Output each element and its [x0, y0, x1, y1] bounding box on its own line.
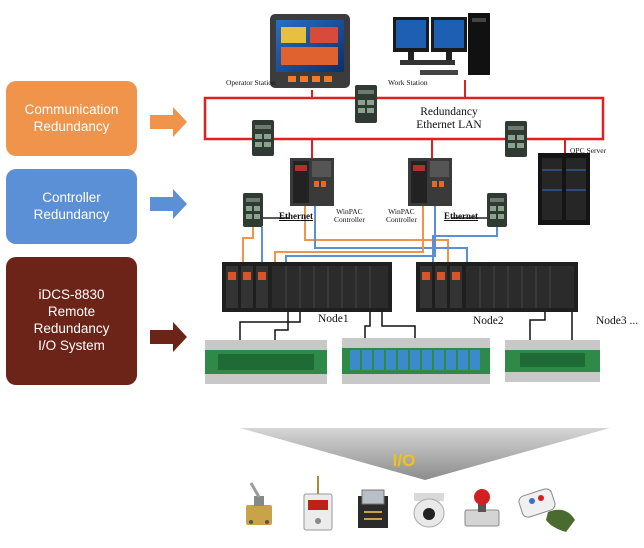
ethernet-left-label: Ethernet [279, 211, 313, 221]
terminal-board-2 [342, 338, 490, 384]
winpac-controller-right-icon [408, 158, 452, 206]
winpac-controller-left-icon [290, 158, 334, 206]
switch-controller-right-icon [487, 193, 507, 227]
arrow-io-system [150, 322, 187, 352]
warning-lamp-icon [464, 489, 500, 527]
io-rack-node2 [416, 262, 578, 312]
dome-camera-icon [413, 493, 445, 528]
winpac-right-label: WinPAC Controller [386, 207, 417, 225]
terminal-board-3 [505, 340, 600, 382]
winpac-left-label: WinPAC Controller [334, 207, 365, 225]
terminal-cables [239, 312, 573, 340]
io-rack-node1 [222, 262, 392, 312]
switch-left-icon [252, 120, 274, 156]
communication-redundancy-label: Communication Redundancy [24, 101, 119, 134]
ethernet-right-label: Ethernet [444, 211, 478, 221]
work-station-label: Work Station [388, 78, 428, 87]
io-system-label: iDCS-8830 Remote Redundancy I/O System [33, 287, 110, 353]
operator-station-icon [270, 14, 350, 88]
lan-ring [203, 80, 605, 158]
switch-controller-left-icon [243, 193, 263, 227]
remote-control-icon [518, 488, 575, 532]
toggle-switch-icon [246, 482, 272, 525]
node3-label: Node3 ... [596, 315, 639, 327]
controller-redundancy-label: Controller Redundancy [33, 189, 110, 222]
communication-redundancy-box: Communication Redundancy [6, 81, 137, 156]
io-system-box: iDCS-8830 Remote Redundancy I/O System [6, 257, 137, 385]
operator-station-label: Operator Station [226, 78, 276, 87]
io-label: I/O [393, 451, 416, 470]
switch-right-icon [505, 121, 527, 157]
lan-label: Redundancy Ethernet LAN [416, 106, 482, 131]
work-station-icon [393, 13, 490, 75]
terminal-board-1 [205, 340, 327, 384]
controller-redundancy-box: Controller Redundancy [6, 169, 137, 244]
arrow-controller [150, 189, 187, 219]
opc-server-icon [538, 153, 590, 225]
opc-server-label: OPC Server [570, 146, 607, 155]
node1-label: Node1 [318, 313, 349, 325]
switch-top-icon [355, 85, 377, 123]
counter-display-icon [303, 476, 333, 531]
io-bus-lines [242, 206, 498, 262]
arrow-communication [150, 107, 187, 137]
node2-label: Node2 [473, 315, 504, 327]
io-funnel [240, 428, 610, 480]
relay-icon [358, 489, 388, 528]
